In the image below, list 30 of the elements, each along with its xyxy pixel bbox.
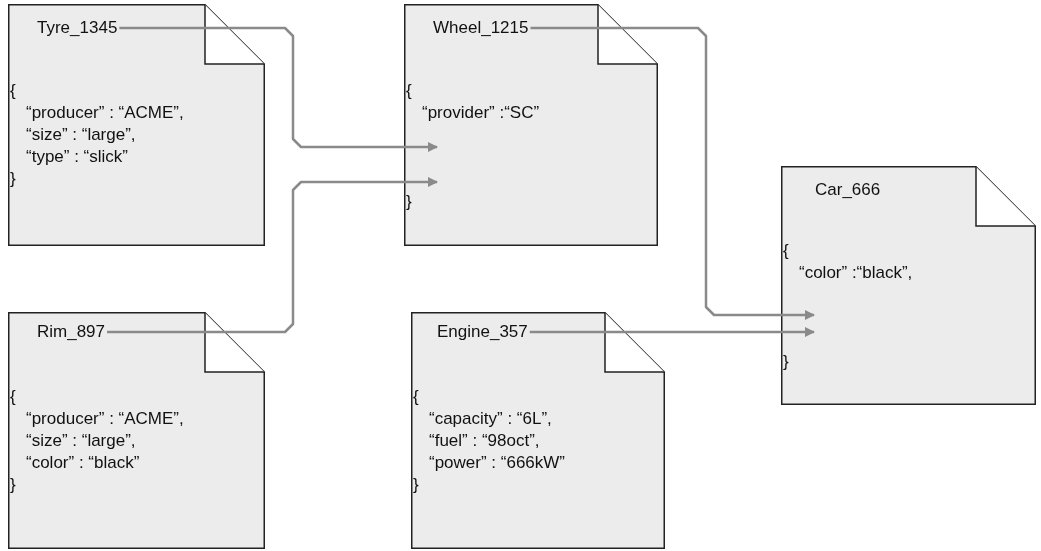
- key-value-line: “capacity” : “6L”,: [429, 409, 552, 429]
- document-title: Wheel_1215: [433, 18, 529, 38]
- brace: {: [413, 387, 419, 407]
- document-title: Rim_897: [37, 322, 106, 342]
- key-value-line: “provider” :“SC”: [422, 103, 540, 123]
- brace: }: [10, 475, 16, 495]
- arrow: [119, 26, 438, 152]
- arrow: [530, 26, 815, 320]
- brace: {: [10, 81, 16, 101]
- key-value-line: “producer” : “ACME”,: [26, 409, 184, 429]
- brace: }: [406, 192, 412, 212]
- key-value-line: “size” : “large”,: [26, 431, 136, 451]
- key-value-line: “color” :“black”,: [799, 263, 913, 283]
- brace: {: [10, 387, 16, 407]
- document-title: Tyre_1345: [37, 18, 118, 38]
- brace: }: [783, 352, 789, 372]
- brace: {: [783, 241, 789, 261]
- key-value-line: “fuel” : “98oct”,: [429, 431, 540, 451]
- brace: }: [413, 475, 419, 495]
- key-value-line: “type” : “slick”: [26, 147, 128, 167]
- arrow: [107, 177, 438, 334]
- key-value-line: “color” : “black”: [26, 453, 140, 473]
- document-title: Car_666: [815, 180, 881, 200]
- key-value-line: “size” : “large”,: [26, 125, 136, 145]
- brace: }: [10, 169, 16, 189]
- document-title: Engine_357: [437, 322, 528, 342]
- brace: {: [406, 81, 412, 101]
- key-value-line: “producer” : “ACME”,: [26, 103, 184, 123]
- arrow: [529, 327, 815, 337]
- key-value-line: “power” : “666kW”: [429, 453, 566, 473]
